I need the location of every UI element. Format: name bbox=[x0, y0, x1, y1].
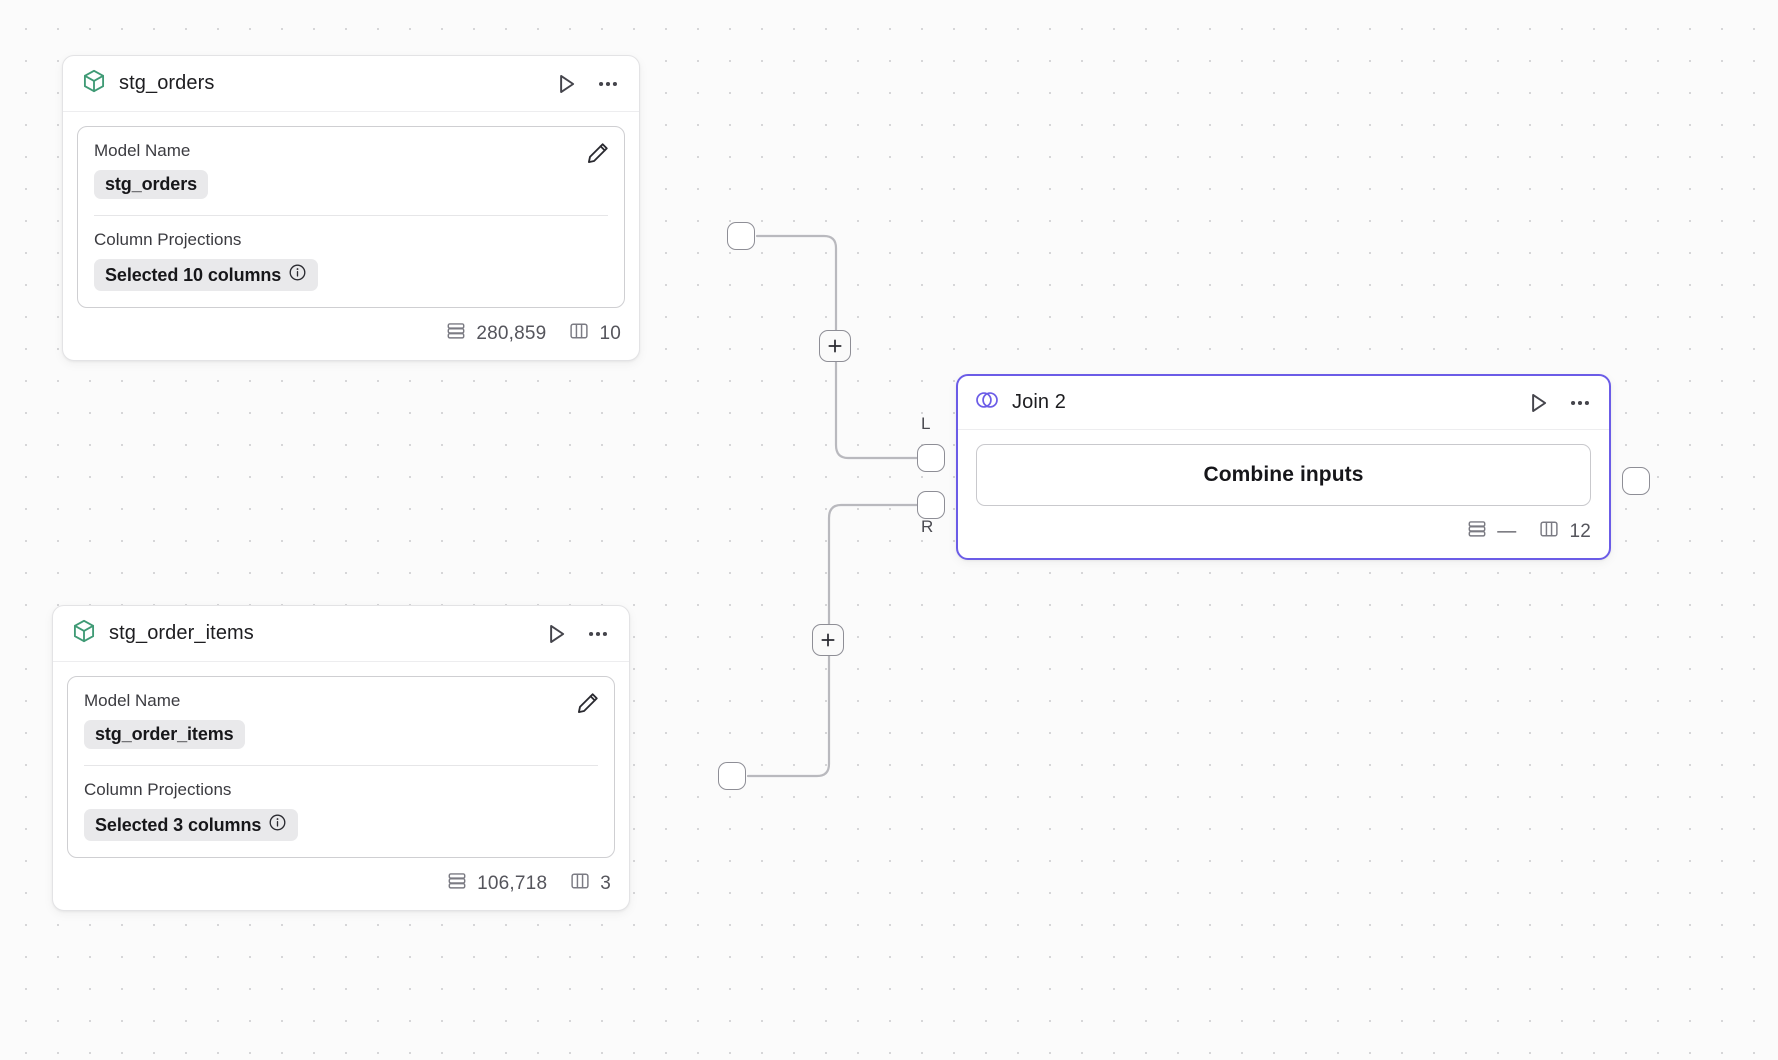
combine-inputs-button[interactable]: Combine inputs bbox=[976, 444, 1591, 506]
node-footer: — 12 bbox=[958, 506, 1609, 558]
field-label-column-projections: Column Projections bbox=[84, 780, 232, 799]
node-title: Join 2 bbox=[1012, 391, 1066, 413]
stat-rows: 106,718 bbox=[446, 870, 547, 898]
node-body: Model Name stg_order_items Column Projec… bbox=[53, 662, 629, 858]
port-join-input-left[interactable] bbox=[917, 444, 945, 472]
chip-model-name-text: stg_order_items bbox=[95, 724, 234, 744]
node-body: Model Name stg_orders Column Projections… bbox=[63, 112, 639, 308]
port-join-input-right[interactable] bbox=[917, 491, 945, 519]
node-footer: 280,859 10 bbox=[63, 308, 639, 360]
chip-column-projections[interactable]: Selected 10 columns bbox=[94, 259, 319, 291]
node-header-actions bbox=[543, 621, 611, 647]
more-options-icon[interactable] bbox=[585, 621, 611, 647]
port-label-left: L bbox=[921, 414, 931, 433]
port-stg-order-items-output[interactable] bbox=[718, 762, 746, 790]
rows-value: 106,718 bbox=[477, 873, 548, 894]
info-icon[interactable] bbox=[268, 813, 287, 837]
node-header: Join 2 bbox=[958, 376, 1609, 430]
chip-model-name-text: stg_orders bbox=[105, 174, 198, 194]
add-node-button-top[interactable] bbox=[819, 330, 851, 362]
columns-value: 10 bbox=[599, 323, 621, 344]
field-label-column-projections: Column Projections bbox=[94, 230, 242, 249]
join-venn-icon bbox=[974, 387, 1000, 418]
edit-pencil-icon[interactable] bbox=[575, 690, 601, 716]
add-node-button-bottom[interactable] bbox=[812, 624, 844, 656]
node-title: stg_order_items bbox=[109, 622, 254, 644]
edit-pencil-icon[interactable] bbox=[585, 140, 611, 166]
model-config-card[interactable]: Model Name stg_orders Column Projections… bbox=[77, 126, 625, 308]
chip-model-name[interactable]: stg_orders bbox=[94, 170, 209, 199]
rows-value: 280,859 bbox=[476, 323, 547, 344]
stat-columns: 3 bbox=[569, 870, 611, 898]
field-label-model-name: Model Name bbox=[94, 141, 191, 160]
run-icon[interactable] bbox=[1525, 390, 1551, 416]
field-divider bbox=[84, 765, 598, 766]
node-title: stg_orders bbox=[119, 72, 215, 94]
node-header-actions bbox=[1525, 390, 1593, 416]
node-stg-orders[interactable]: stg_orders bbox=[62, 55, 640, 361]
stat-rows: 280,859 bbox=[445, 320, 546, 348]
field-divider bbox=[94, 215, 608, 216]
node-join-2[interactable]: Join 2 Combine inputs bbox=[956, 374, 1611, 560]
rows-icon bbox=[446, 870, 468, 898]
model-config-card[interactable]: Model Name stg_order_items Column Projec… bbox=[67, 676, 615, 858]
rows-icon bbox=[445, 320, 467, 348]
columns-icon bbox=[568, 320, 590, 348]
more-options-icon[interactable] bbox=[595, 71, 621, 97]
port-label-right: R bbox=[921, 517, 934, 536]
stat-rows: — bbox=[1466, 518, 1516, 546]
columns-icon bbox=[1538, 518, 1560, 546]
node-header: stg_orders bbox=[63, 56, 639, 112]
chip-column-projections[interactable]: Selected 3 columns bbox=[84, 809, 299, 841]
node-header: stg_order_items bbox=[53, 606, 629, 662]
cube-icon bbox=[81, 68, 107, 99]
stat-columns: 10 bbox=[568, 320, 621, 348]
columns-icon bbox=[569, 870, 591, 898]
cube-icon bbox=[71, 618, 97, 649]
run-icon[interactable] bbox=[543, 621, 569, 647]
columns-value: 12 bbox=[1569, 521, 1591, 542]
chip-column-projections-text: Selected 3 columns bbox=[95, 814, 262, 835]
more-options-icon[interactable] bbox=[1567, 390, 1593, 416]
node-stg-order-items[interactable]: stg_order_items bbox=[52, 605, 630, 911]
chip-model-name[interactable]: stg_order_items bbox=[84, 720, 245, 749]
rows-icon bbox=[1466, 518, 1488, 546]
node-body: Combine inputs bbox=[958, 430, 1609, 506]
node-footer: 106,718 3 bbox=[53, 858, 629, 910]
port-stg-orders-output[interactable] bbox=[727, 222, 755, 250]
columns-value: 3 bbox=[600, 873, 611, 894]
chip-column-projections-text: Selected 10 columns bbox=[105, 264, 282, 285]
field-label-model-name: Model Name bbox=[84, 691, 181, 710]
node-header-actions bbox=[553, 71, 621, 97]
rows-value: — bbox=[1497, 521, 1517, 542]
run-icon[interactable] bbox=[553, 71, 579, 97]
stat-columns: 12 bbox=[1538, 518, 1591, 546]
port-join-output[interactable] bbox=[1622, 467, 1650, 495]
info-icon[interactable] bbox=[288, 263, 307, 287]
